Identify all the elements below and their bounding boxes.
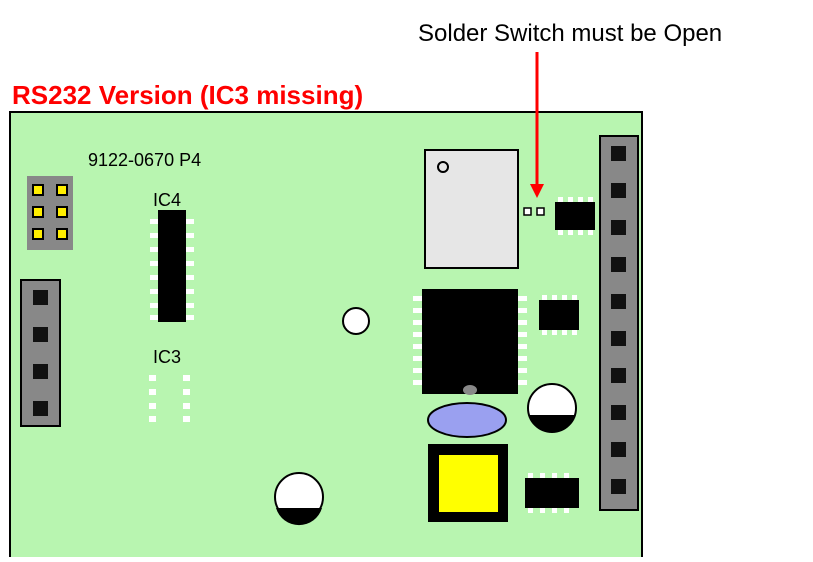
ic3-empty-footprint [149, 375, 190, 422]
callout-arrow [530, 52, 544, 198]
ic3-label: IC3 [153, 347, 181, 367]
right-pin-header [599, 135, 639, 511]
gold-pin-header [27, 176, 73, 250]
relay [424, 149, 519, 269]
smd-chip-upper [555, 197, 595, 235]
yellow-component [428, 444, 508, 522]
ic4-label: IC4 [153, 190, 181, 210]
crystal-oval [427, 402, 507, 438]
solder-switch-callout: Solder Switch must be Open [418, 20, 722, 47]
solder-switch-pads [523, 207, 545, 216]
ic4-chip [150, 210, 194, 322]
left-pin-header [20, 279, 61, 427]
smd-chip-middle [539, 295, 579, 335]
version-title: RS232 Version (IC3 missing) [12, 80, 363, 110]
mounting-hole [342, 307, 370, 335]
main-ic-chip [413, 289, 527, 395]
smd-chip-lower [525, 473, 579, 513]
part-number-label: 9122-0670 P4 [88, 150, 201, 170]
capacitor-bottom [274, 472, 324, 526]
capacitor-right [527, 383, 577, 433]
